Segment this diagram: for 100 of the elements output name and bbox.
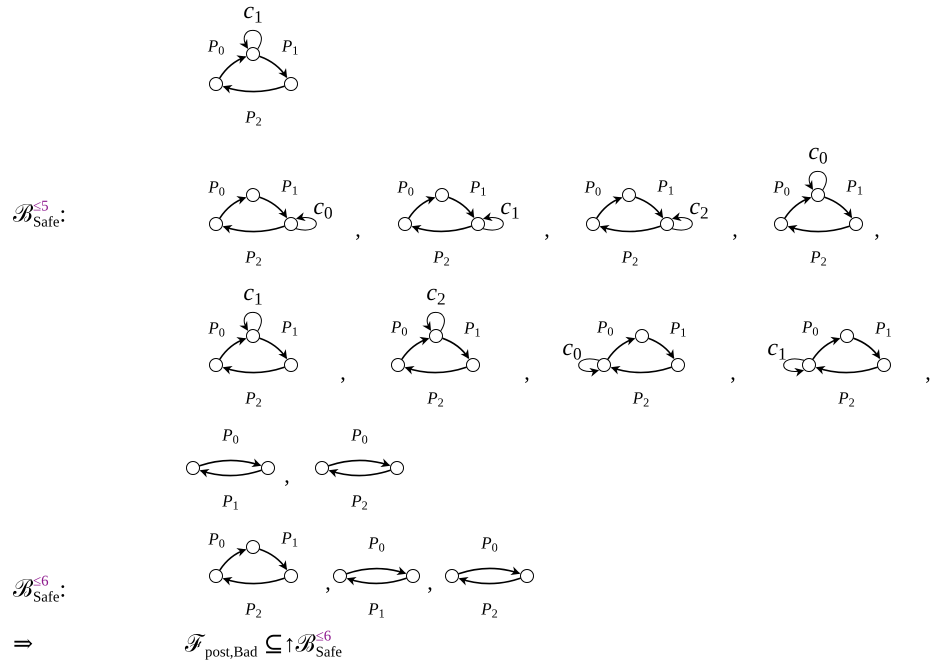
state-circle <box>586 217 600 231</box>
arrow <box>784 196 812 219</box>
state-circle <box>802 358 816 372</box>
arrow <box>259 196 288 218</box>
separator-comma: , <box>325 568 331 597</box>
edge-label: c$_{1}$ <box>500 195 520 219</box>
arrow <box>635 196 664 218</box>
state-circle <box>849 217 863 231</box>
set-label: ℬ$^{≤6}$$_{Safe}$: <box>13 574 66 606</box>
state-circle <box>284 569 298 583</box>
self-loop-arrow <box>240 312 262 332</box>
arrow <box>259 337 288 360</box>
arrow <box>412 224 472 234</box>
separator-comma: , <box>925 358 931 387</box>
state-circle <box>246 540 260 554</box>
arrow <box>328 458 390 468</box>
state-circle <box>284 358 298 372</box>
separator-comma: , <box>732 216 738 244</box>
arrow <box>401 337 430 360</box>
arrow <box>259 56 288 78</box>
edge-label: c$_{0}$ <box>562 336 582 360</box>
self-loop-arrow <box>482 212 504 230</box>
edge-label: P$_{2}$ <box>427 390 444 407</box>
state-circle <box>435 188 449 202</box>
arrow <box>816 366 878 374</box>
arrow <box>408 196 436 219</box>
state-circle <box>671 358 685 372</box>
arrow <box>346 566 406 576</box>
arrow <box>853 338 880 360</box>
arrow <box>448 196 474 218</box>
edge-label: P$_{0}$ <box>208 319 225 336</box>
self-loop-arrow <box>422 312 445 332</box>
edge-label: c$_{2}$ <box>689 195 709 219</box>
set-label: ℬ$^{≤5}$$_{Safe}$: <box>13 199 66 231</box>
state-circle <box>209 217 223 231</box>
edge-label: c$_{1}$ <box>243 281 263 305</box>
state-circle <box>284 77 298 91</box>
arrow <box>222 576 285 586</box>
edge-label: P$_{2}$ <box>351 492 368 510</box>
edge-label: P$_{1}$ <box>281 178 298 195</box>
state-circle <box>597 358 611 372</box>
arrow <box>199 458 262 468</box>
edge-label: P$_{2}$ <box>245 248 262 266</box>
edge-label: P$_{1}$ <box>464 319 481 336</box>
arrow <box>259 548 288 570</box>
edge-label: P$_{0}$ <box>368 534 385 552</box>
edge-label: P$_{0}$ <box>351 426 368 444</box>
edge-label: P$_{2}$ <box>838 390 855 407</box>
state-circle <box>660 217 674 231</box>
state-circle <box>429 329 443 343</box>
edge-label: P$_{2}$ <box>810 248 827 266</box>
state-circle <box>774 217 788 231</box>
self-loop-arrow <box>783 358 804 376</box>
arrow <box>222 366 285 374</box>
edge-label: P$_{1}$ <box>470 178 486 196</box>
arrow <box>328 468 391 478</box>
arrow <box>219 56 246 79</box>
edge-label: P$_{0}$ <box>208 38 224 55</box>
edge-label: P$_{0}$ <box>773 178 790 196</box>
edge-label: P$_{2}$ <box>622 248 638 266</box>
state-circle <box>390 461 404 475</box>
edge-label: P$_{1}$ <box>222 492 239 510</box>
state-circle <box>186 461 200 475</box>
arrow <box>648 338 674 359</box>
state-circle <box>246 188 260 202</box>
edge-label: P$_{2}$ <box>245 390 262 407</box>
self-loop-arrow <box>240 30 262 50</box>
edge-label: P$_{0}$ <box>222 426 239 444</box>
separator-comma: , <box>355 216 361 244</box>
self-loop-arrow <box>672 212 693 230</box>
edge-label: c$_{1}$ <box>767 336 787 360</box>
state-circle <box>406 569 420 583</box>
separator-comma: , <box>524 358 530 387</box>
arrow <box>219 548 246 571</box>
state-circle <box>520 569 534 583</box>
state-circle <box>209 569 223 583</box>
arrow <box>222 84 285 94</box>
arrow <box>600 224 661 234</box>
self-loop-arrow <box>578 358 600 376</box>
self-loop-arrow <box>296 212 317 230</box>
arrow <box>219 337 246 360</box>
state-circle <box>622 188 636 202</box>
arrow <box>607 337 636 360</box>
state-circle <box>471 217 485 231</box>
arrow <box>610 366 672 374</box>
state-circle <box>284 217 298 231</box>
state-circle <box>877 358 891 372</box>
arrow <box>222 224 285 234</box>
state-circle <box>445 569 459 583</box>
state-circle <box>209 77 223 91</box>
edge-label: P$_{1}$ <box>875 319 892 336</box>
separator-comma: , <box>874 216 880 244</box>
arrow <box>200 468 262 478</box>
edge-label: P$_{0}$ <box>597 318 614 336</box>
state-circle <box>391 358 405 372</box>
arrow <box>458 576 521 586</box>
state-circle <box>261 461 275 475</box>
state-circle <box>635 329 649 343</box>
edge-label: c$_{0}$ <box>313 195 333 219</box>
separator-comma: , <box>544 216 550 244</box>
